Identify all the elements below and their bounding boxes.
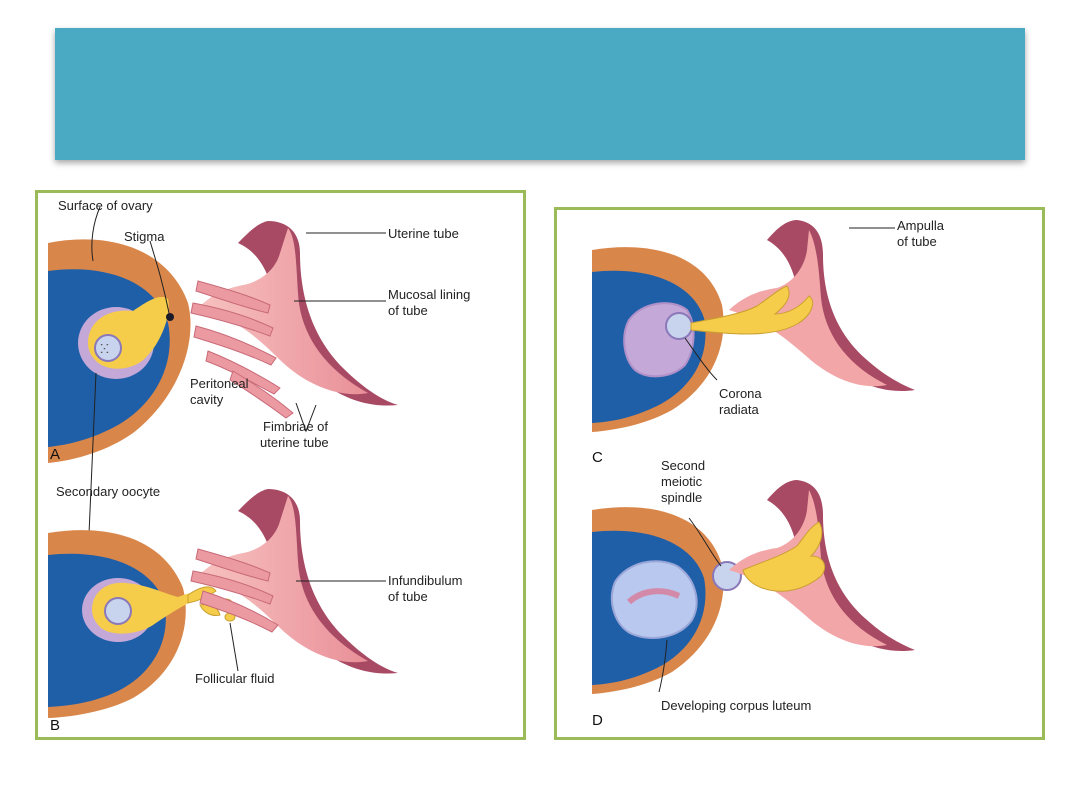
fimbriae-a [190,280,294,419]
tube-b-mucosa [198,496,368,663]
label-secondary-oocyte: Secondary oocyte [56,484,160,499]
label-infundibulum: Infundibulum [388,573,462,588]
label-peritoneal-cavity-2: cavity [190,392,224,407]
ovulation-diagram-cd: Ampulla of tube Corona radiata C Second … [592,218,945,729]
oocyte-a [94,334,122,362]
label-surface-of-ovary: Surface of ovary [58,198,153,213]
stage-label-c: C [592,449,603,466]
label-ampulla: Ampulla [897,218,945,233]
label-second-meiotic-spindle-3: spindle [661,490,702,505]
svg-text:ⵘ: ⵘ [100,342,109,356]
label-mucosal-lining: Mucosal lining [388,287,470,302]
ovulation-diagram-ab: ⵘ Surface of ovary Stigma Uterine tu [48,198,470,734]
corpus-luteum [610,560,698,639]
fimbriae-d-fluid [742,521,826,592]
corpus-luteum-core [626,588,681,605]
stage-label-a: A [50,446,60,463]
slide-title-bar [55,28,1025,160]
label-mucosal-lining-2: of tube [388,303,428,318]
oocyte-b [104,597,132,625]
label-corona-radiata-2: radiata [719,402,760,417]
stage-c: Ampulla of tube Corona radiata C [592,218,945,466]
stage-label-d: D [592,712,603,729]
label-follicular-fluid: Follicular fluid [195,671,274,686]
label-stigma: Stigma [124,229,165,244]
tube-a-mucosa [198,228,368,395]
fimbriae-b [190,548,279,633]
stage-label-b: B [50,717,60,734]
label-second-meiotic-spindle-2: meiotic [661,474,703,489]
stigma-dot [166,313,174,321]
fimbriae-c-fluid [690,285,813,335]
label-uterine-tube: Uterine tube [388,226,459,241]
label-ampulla-2: of tube [897,234,937,249]
oocyte-c [665,312,693,340]
stage-d: Second meiotic spindle Developing corpus… [592,458,915,729]
label-second-meiotic-spindle: Second [661,458,705,473]
label-corona-radiata: Corona [719,386,762,401]
right-diagram-panel: Ampulla of tube Corona radiata C Second … [554,207,1045,740]
label-peritoneal-cavity: Peritoneal [190,376,249,391]
label-developing-corpus-luteum: Developing corpus luteum [661,698,811,713]
left-diagram-panel: ⵘ Surface of ovary Stigma Uterine tu [35,190,526,740]
stage-a: ⵘ Surface of ovary Stigma Uterine tu [48,198,470,604]
label-fimbriae-2: uterine tube [260,435,329,450]
stage-b: Infundibulum of tube Follicular fluid B [48,489,462,734]
label-infundibulum-2: of tube [388,589,428,604]
label-fimbriae: Fimbriae of [263,419,328,434]
